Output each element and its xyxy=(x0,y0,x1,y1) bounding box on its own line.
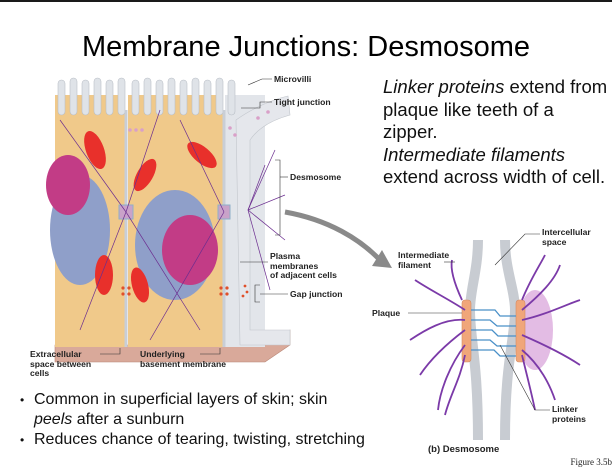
label-line: proteins xyxy=(552,413,586,424)
nucleus-middle xyxy=(162,215,218,285)
label-line: cells xyxy=(30,368,50,378)
label-line: filament xyxy=(398,259,431,270)
leader-lines-b xyxy=(408,233,550,411)
plaque-glow-right xyxy=(517,290,553,370)
description-line2: extend across width of cell. xyxy=(383,166,606,187)
top-border xyxy=(0,0,612,2)
bullet-text: Common in superficial layers of skin; sk… xyxy=(34,391,328,408)
label-line: Linker xyxy=(552,404,578,414)
label-line: basement membrane xyxy=(140,358,226,369)
label-linker-proteins: Linker proteins xyxy=(552,404,586,424)
gap-junctions xyxy=(121,284,249,298)
linker-proteins xyxy=(471,309,516,357)
label-gap-junction: Gap junction xyxy=(290,289,343,299)
label-extracellular-space: Extracellular space between cells xyxy=(30,349,92,379)
diagram-b-caption: (b) Desmosome xyxy=(428,444,500,455)
bullet-list: • Common in superficial layers of skin; … xyxy=(18,390,365,450)
label-plaque: Plaque xyxy=(372,308,401,318)
label-line: space xyxy=(542,236,567,247)
bullet-dot: • xyxy=(20,393,25,407)
membrane-right xyxy=(500,239,521,441)
term-linker-proteins: Linker proteins xyxy=(383,76,505,97)
label-desmosome: Desmosome xyxy=(290,172,342,182)
label-tight-junction: Tight junction xyxy=(274,97,331,107)
arrow-head xyxy=(372,250,392,268)
bullet-text: Reduces chance of tearing, twisting, str… xyxy=(34,431,365,448)
label-line: membranes xyxy=(270,260,319,271)
label-intermediate-filament: Intermediate filament xyxy=(398,250,450,270)
figure-reference: Figure 3.5b xyxy=(570,457,612,467)
leader-lines xyxy=(100,78,288,355)
intermediate-filaments-detail xyxy=(409,254,581,416)
slide-title: Membrane Junctions: Desmosome xyxy=(81,31,531,63)
term-intermediate-filaments: Intermediate filaments xyxy=(383,143,566,165)
description-line1: extend from plaque like teeth of a zippe… xyxy=(383,76,608,142)
bullet-italic: peels xyxy=(34,411,73,428)
microvilli xyxy=(57,77,236,116)
description-text: Linker proteins extend from plaque like … xyxy=(383,76,612,189)
label-plasma-membranes: Plasma membranes of adjacent cells xyxy=(270,251,337,281)
label-intercellular-space: Intercellular space xyxy=(542,227,591,247)
label-line: Extracellular xyxy=(30,349,82,359)
arrow-to-detail xyxy=(284,209,380,260)
label-basement-membrane: Underlying basement membrane xyxy=(140,349,226,369)
label-line: Plasma xyxy=(270,251,301,261)
label-line: space between xyxy=(30,358,92,369)
bullet-text: after a sunburn xyxy=(72,411,185,428)
bullet-item: • Common in superficial layers of skin; … xyxy=(18,390,365,430)
nucleus-left xyxy=(46,155,90,215)
label-microvilli: Microvilli xyxy=(274,74,312,84)
label-line: Underlying xyxy=(140,349,185,359)
tight-junction-beads xyxy=(128,110,270,137)
mitochondria xyxy=(84,130,217,303)
plaque-right xyxy=(515,299,526,363)
bullet-dot: • xyxy=(20,433,25,447)
label-line: Intercellular xyxy=(542,227,591,237)
bullet-item: • Reduces chance of tearing, twisting, s… xyxy=(18,430,365,450)
label-line: of adjacent cells xyxy=(270,270,337,280)
label-line: Intermediate xyxy=(398,250,450,260)
